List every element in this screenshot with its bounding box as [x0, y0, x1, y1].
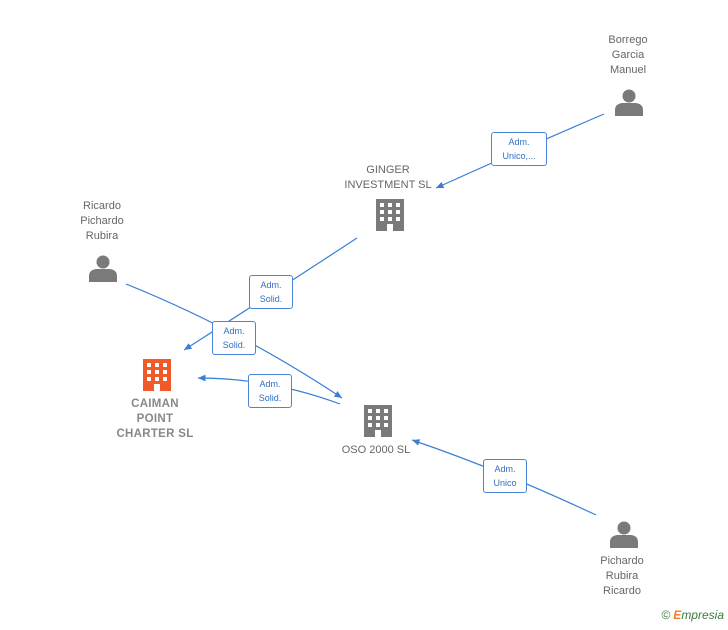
role-box-pichardo-oso[interactable]: Adm. Unico: [483, 459, 527, 493]
role-line: Adm.: [223, 326, 245, 336]
node-label-line: Borrego: [608, 34, 648, 46]
person-icon[interactable]: [89, 255, 117, 283]
node-label-borrego[interactable]: Borrego Garcia Manuel: [590, 33, 666, 78]
node-label-caiman[interactable]: CAIMAN POINT CHARTER SL: [100, 397, 210, 442]
person-icon[interactable]: [615, 89, 643, 117]
node-label-ginger[interactable]: GINGER INVESTMENT SL: [328, 163, 448, 193]
node-label-line: CAIMAN: [131, 398, 179, 410]
node-label-line: OSO 2000 SL: [341, 444, 411, 456]
person-icon[interactable]: [610, 521, 638, 549]
node-label-oso[interactable]: OSO 2000 SL: [328, 443, 424, 458]
brand-initial: E: [673, 608, 682, 622]
node-label-line: CHARTER SL: [116, 428, 194, 440]
node-label-line: Ricardo: [83, 200, 121, 212]
building-icon[interactable]: [376, 199, 404, 231]
role-line: Unico,...: [502, 151, 536, 161]
role-line: Unico: [493, 478, 517, 488]
empresia-logo[interactable]: ©Empresia: [661, 608, 724, 622]
node-label-line: Manuel: [609, 64, 647, 76]
brand-name: mpresia: [681, 608, 724, 622]
role-line: Adm.: [260, 280, 282, 290]
node-label-ricardo[interactable]: Ricardo Pichardo Rubira: [64, 199, 140, 244]
copyright-icon: ©: [661, 608, 671, 622]
role-box-ginger-caiman[interactable]: Adm. Solid.: [249, 275, 293, 309]
role-line: Adm.: [508, 137, 530, 147]
node-label-line: Pichardo: [600, 555, 644, 567]
node-label-line: INVESTMENT SL: [344, 179, 432, 191]
role-line: Solid.: [259, 294, 283, 304]
role-line: Adm.: [259, 379, 281, 389]
node-label-line: Pichardo: [80, 215, 124, 227]
node-label-line: Rubira: [85, 230, 119, 242]
node-label-line: GINGER: [366, 164, 410, 176]
node-label-line: Ricardo: [603, 585, 641, 597]
node-label-pichardo[interactable]: Pichardo Rubira Ricardo: [584, 554, 660, 599]
role-box-ricardo-oso[interactable]: Adm. Solid.: [212, 321, 256, 355]
role-line: Solid.: [258, 393, 282, 403]
building-icon[interactable]: [364, 405, 392, 437]
node-label-line: Rubira: [605, 570, 639, 582]
node-label-line: POINT: [136, 413, 174, 425]
building-icon-focus[interactable]: [143, 359, 171, 391]
role-box-borrego-ginger[interactable]: Adm. Unico,...: [491, 132, 547, 166]
role-line: Solid.: [222, 340, 246, 350]
role-line: Adm.: [494, 464, 516, 474]
node-label-line: Garcia: [611, 49, 645, 61]
role-box-oso-caiman[interactable]: Adm. Solid.: [248, 374, 292, 408]
